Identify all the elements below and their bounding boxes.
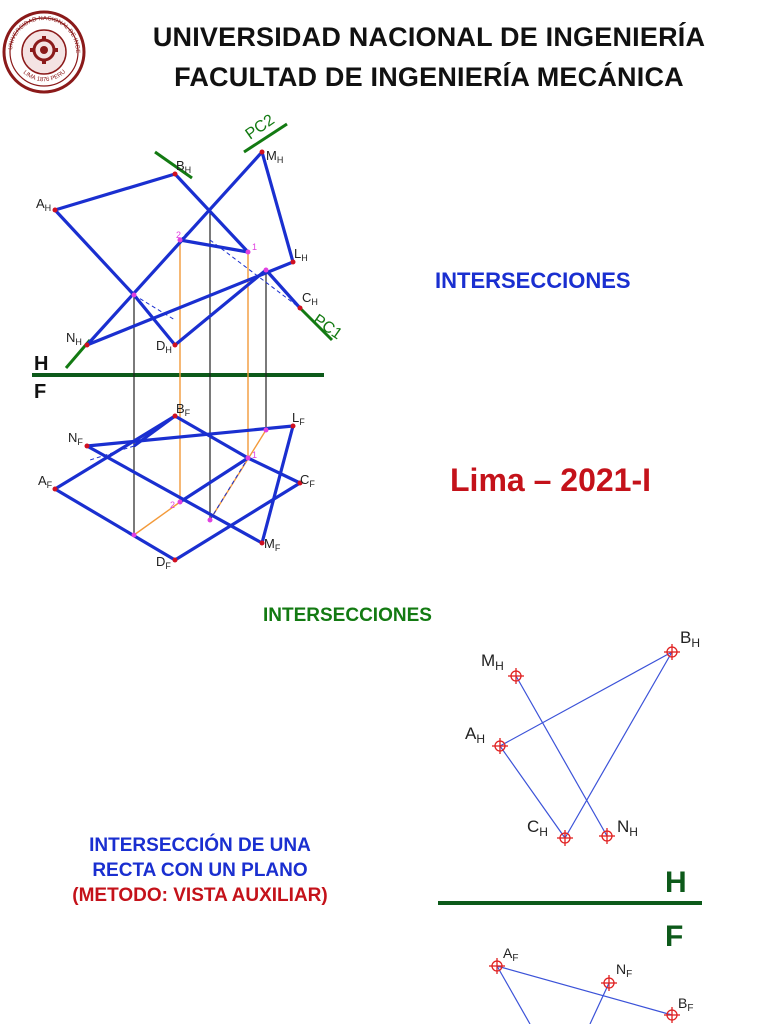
intersection-markers-h (131, 237, 269, 298)
marker-1-f: 1 (252, 450, 257, 460)
university-seal-logo: UNIVERSIDAD NACIONAL DE INGENIERIA LIMA … (2, 0, 86, 94)
label-c-h: CH (302, 290, 318, 307)
point-markers-h (52, 149, 303, 348)
label-a-f: AF (38, 473, 53, 490)
slide1-title: INTERSECCIONES (435, 268, 631, 293)
label-b-f-2: BF (678, 995, 693, 1014)
label-n-f: NF (68, 430, 83, 447)
label-l-h: LH (294, 246, 308, 263)
triangle-abc-f (496, 965, 673, 1024)
point-markers-f (52, 413, 303, 563)
label-n-h: NH (66, 330, 82, 347)
university-name: UNIVERSIDAD NACIONAL DE INGENIERÍA (152, 22, 706, 52)
gear-icon (30, 36, 58, 64)
point-markers-fig2 (489, 644, 680, 1023)
intersection-diagram-1: H F PC2 PC1 (32, 111, 345, 571)
slide2-text-line1: INTERSECCIÓN DE UNA (89, 835, 311, 856)
label-n-f-2: NF (616, 961, 632, 980)
label-b-f: BF (176, 401, 191, 418)
label-d-h: DH (156, 338, 172, 355)
plane-label-f: F (34, 381, 46, 403)
cut-plane-pc2-label: PC2 (243, 111, 278, 143)
intersection-diagram-2: H F BH MH AH CH NH AF NF BF (438, 628, 702, 1024)
plane-abcd-h (53, 172, 302, 347)
cut-plane-pc2-segment-a (154, 150, 193, 180)
label-b-h: BH (176, 158, 191, 175)
slide2-title: INTERSECCIONES (263, 605, 432, 626)
cut-plane-pc1-label: PC1 (310, 311, 345, 343)
label-b-h-2: BH (680, 628, 700, 650)
triangle-abc-h (499, 651, 673, 839)
plane-label-h-2: H (665, 866, 687, 899)
projection-lines (133, 210, 267, 535)
label-c-f: CF (300, 472, 315, 489)
label-m-h-2: MH (481, 651, 504, 673)
cut-plane-pc2-segment-b (243, 122, 288, 154)
slide2-method: (METODO: VISTA AUXILIAR) (72, 885, 328, 906)
label-a-h: AH (36, 196, 51, 213)
intersection-markers-f (131, 427, 269, 538)
faculty-name: FACULTAD DE INGENIERÍA MECÁNICA (174, 62, 684, 92)
label-m-f: MF (264, 536, 281, 553)
label-a-f-2: AF (503, 945, 518, 964)
lines-mn-l-h (85, 150, 295, 347)
label-l-f: LF (292, 410, 305, 427)
marker-2-f: 2 (170, 500, 175, 510)
label-a-h-2: AH (465, 724, 485, 746)
slide2-text-line2: RECTA CON UN PLANO (92, 860, 308, 881)
plane-abcd-f (54, 414, 301, 562)
label-n-h-2: NH (617, 817, 638, 839)
marker-2-h: 2 (176, 230, 181, 240)
label-m-h: MH (266, 148, 283, 165)
plane-label-h: H (34, 353, 48, 375)
lines-mn-l-f (86, 414, 295, 545)
label-c-h-2: CH (527, 817, 548, 839)
slide1-subtitle: Lima – 2021-I (450, 462, 651, 498)
marker-1-h: 1 (252, 242, 257, 252)
hidden-edges-f (89, 445, 249, 521)
cut-plane-pc1-segment-b (298, 306, 334, 342)
plane-label-f-2: F (665, 920, 683, 953)
label-d-f: DF (156, 554, 171, 571)
